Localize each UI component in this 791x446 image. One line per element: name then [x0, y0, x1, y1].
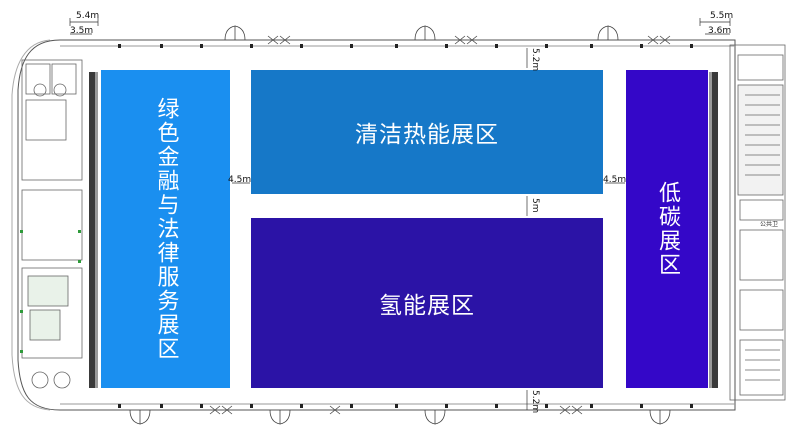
zone-low-carbon: 低碳展区: [626, 70, 708, 388]
zone-green-finance-legal: 绿色金融与法律服务展区: [101, 70, 230, 388]
doors-bottom: [129, 405, 671, 425]
dim-gap-middle: 5m: [530, 198, 540, 213]
doors-top: [224, 25, 671, 45]
dim-top-right-inner: 3.6m: [708, 26, 732, 36]
dim-top-left-outer: 5.4m: [76, 11, 100, 21]
right-service-rooms: [729, 44, 786, 401]
dimension-lines: [69, 18, 731, 410]
zone-hydrogen-label: 氢能展区: [379, 293, 475, 319]
dim-gap-bottom: 5.2m: [530, 390, 540, 414]
zone-low-carbon-label: 低碳展区: [655, 181, 680, 277]
dim-top-right-outer: 5.5m: [710, 11, 734, 21]
zone-clean-heat-label: 清洁热能展区: [355, 122, 499, 148]
zone-clean-heat: 清洁热能展区: [251, 70, 603, 194]
dim-aisle-left: 4.5m: [228, 175, 252, 185]
dim-aisle-right: 4.5m: [603, 175, 627, 185]
column-markers: [118, 44, 693, 408]
zone-hydrogen: 氢能展区: [251, 218, 603, 388]
dim-top-left-inner: 3.5m: [70, 26, 94, 36]
right-wall: [712, 72, 718, 388]
room-label-restroom: 公共卫: [760, 221, 779, 228]
left-service-rooms: [21, 59, 83, 389]
zone-green-finance-label: 绿色金融与法律服务展区: [153, 97, 179, 361]
dim-gap-top: 5.2m: [530, 48, 540, 72]
left-wall: [89, 72, 95, 388]
